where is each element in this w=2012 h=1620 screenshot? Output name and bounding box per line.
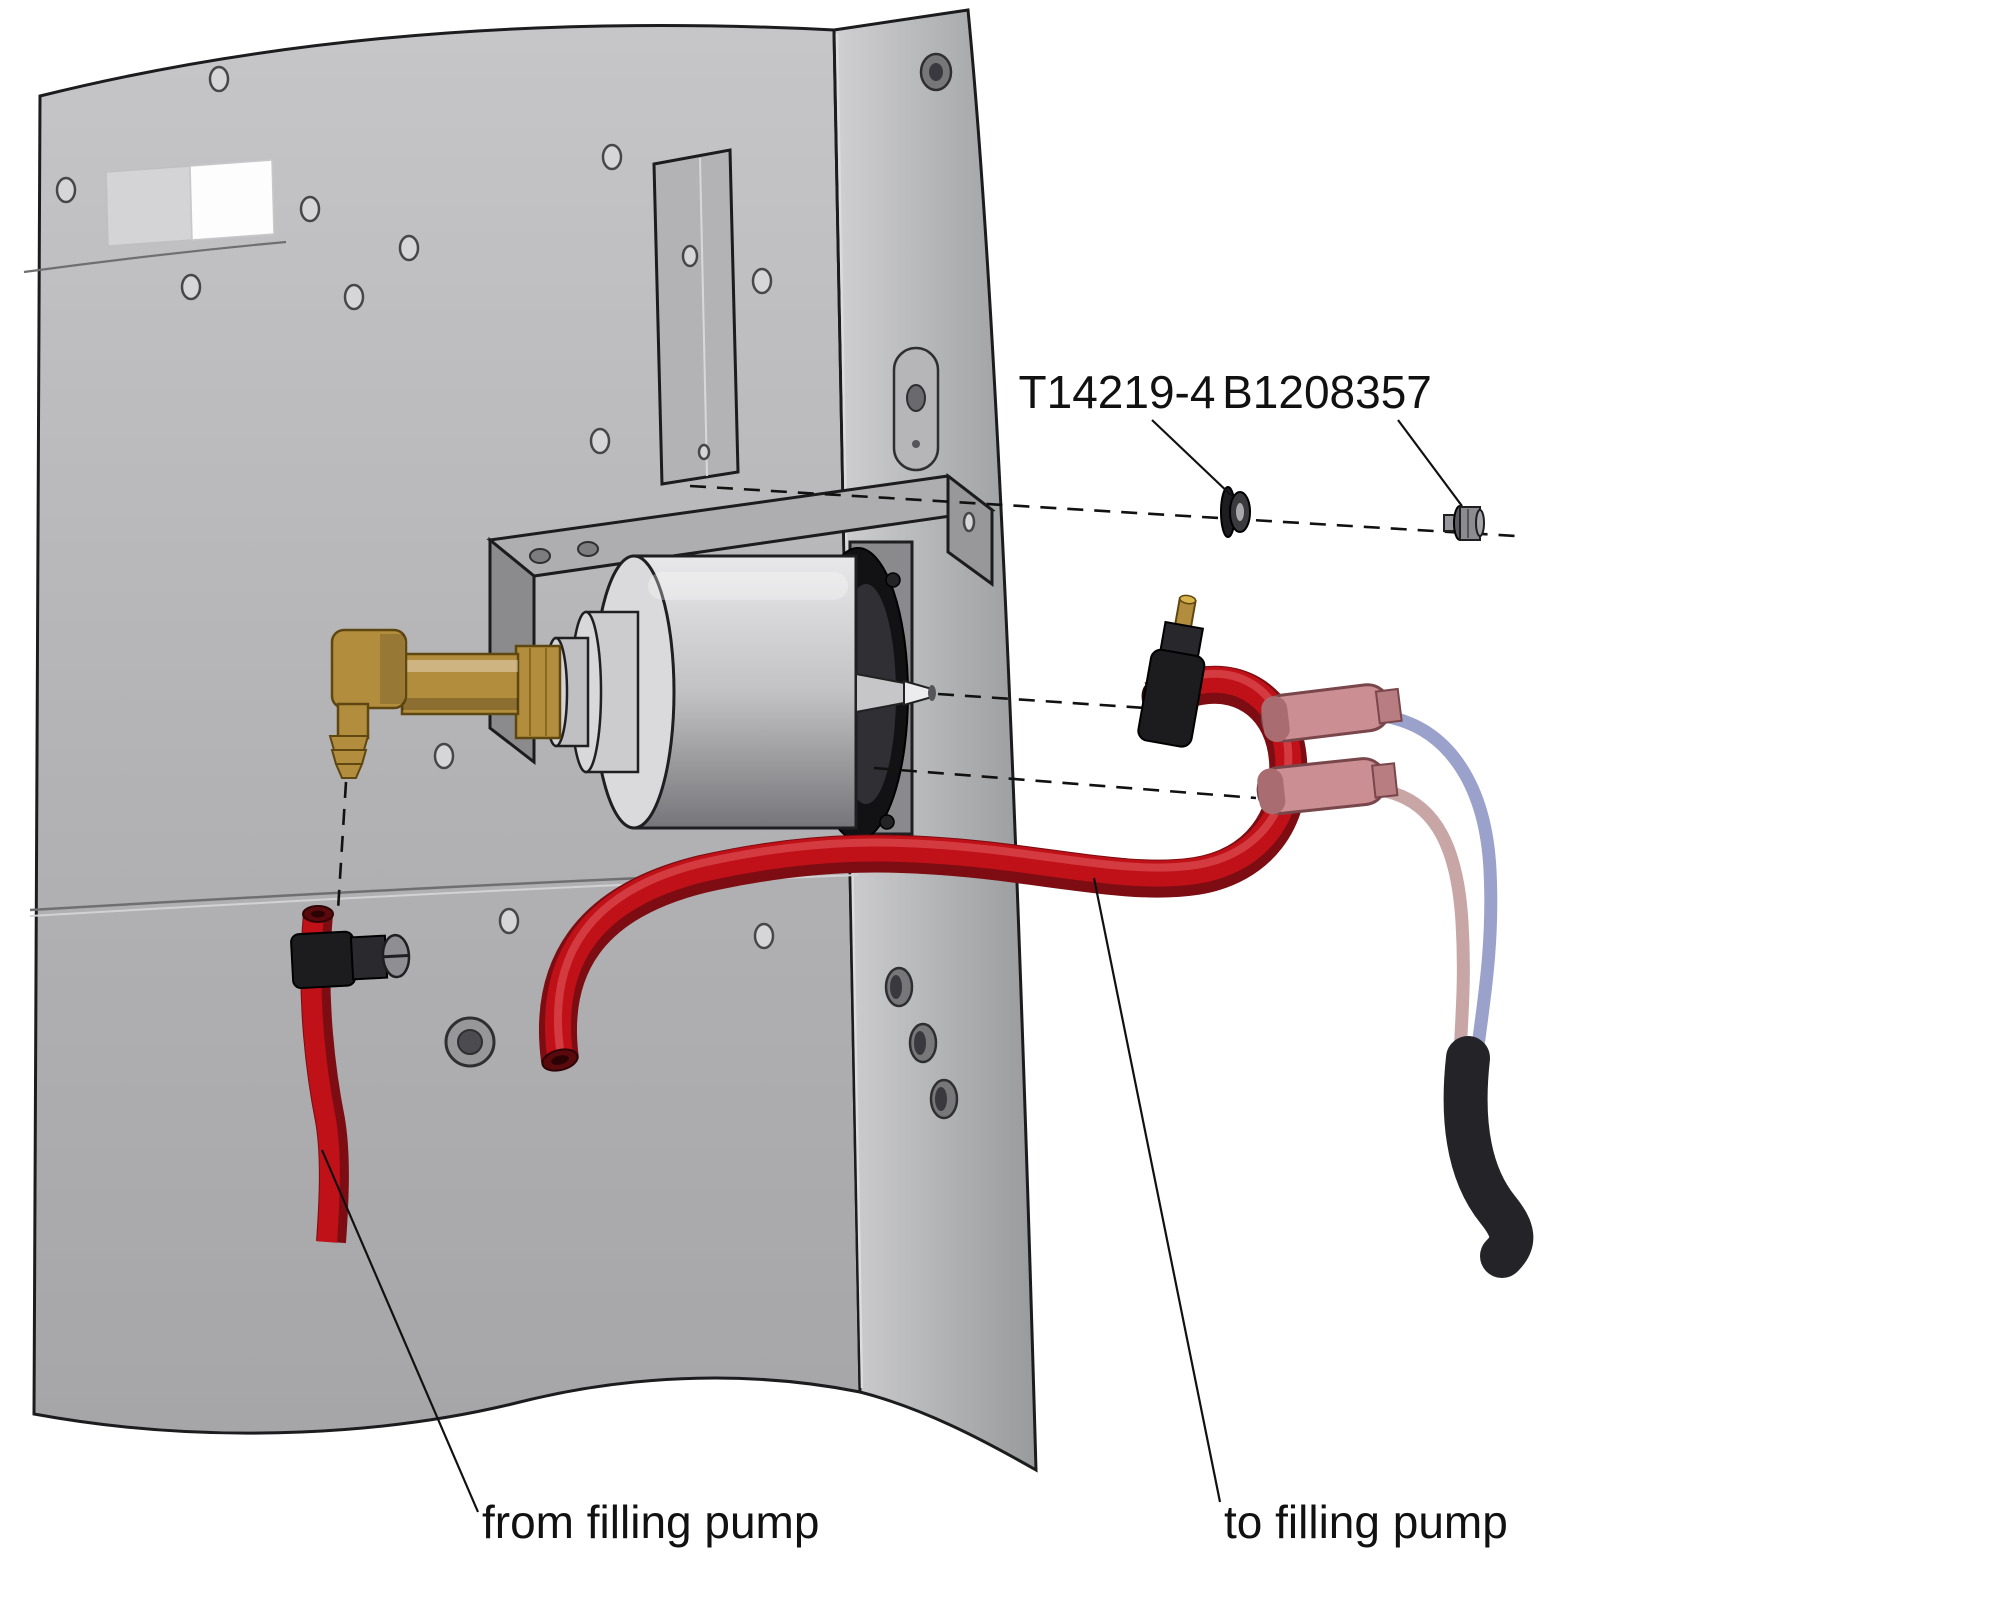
bolt-part (1443, 505, 1485, 541)
flange-hole (962, 511, 976, 533)
label-to-filling-pump: to filling pump (1224, 1496, 1508, 1548)
terminal-tip (1261, 696, 1290, 743)
leader-to (1092, 877, 1222, 1503)
brass-tube-shadow (402, 698, 518, 710)
barb-ridge (328, 735, 370, 751)
pump-body-highlight (648, 572, 848, 600)
sticker-left (105, 165, 193, 247)
spade-terminal (1260, 683, 1403, 743)
dashed-line-nozzle-hose (937, 692, 1147, 710)
wires-and-boot (1256, 683, 1534, 1278)
wire-boot (1443, 1036, 1534, 1278)
screw-hole (208, 65, 230, 93)
terminal-crimp (1371, 762, 1399, 799)
dashed-line-connectors (873, 766, 1257, 800)
bracket-hole (681, 244, 699, 268)
hose-highlight (553, 669, 1293, 1050)
label-from-filling-pump: from filling pump (482, 1496, 819, 1548)
washer-part (1220, 486, 1251, 538)
leader-bolt (1397, 419, 1463, 507)
grommet-hole-center (457, 1029, 483, 1055)
label-bolt-part: B1208357 (1222, 366, 1432, 418)
terminal-crimp (1374, 687, 1403, 725)
wire-pink (1378, 783, 1470, 1067)
screw-hole (589, 427, 611, 455)
screw-hole (601, 143, 623, 171)
mounting-bracket (486, 148, 996, 766)
side-hole-center (890, 975, 902, 999)
screw-hole (433, 742, 455, 770)
side-boss-hole (906, 384, 926, 412)
leader-washer (1151, 419, 1234, 498)
wire-blue (1382, 709, 1498, 1063)
side-hole-center (914, 1031, 926, 1055)
brass-nut (514, 644, 562, 740)
panel-front-face (32, 24, 862, 1435)
bolt-head-face (1475, 509, 1485, 537)
tall-bracket-fold (699, 157, 708, 477)
side-hole-center (929, 63, 943, 81)
screw-hole (55, 176, 77, 204)
hose-clamp (290, 930, 411, 990)
side-boss-pin (912, 440, 920, 448)
outlet-nozzle-tip (928, 685, 936, 701)
screw-hole (398, 234, 420, 262)
label-washer-part: T14219-4 (1019, 366, 1216, 418)
clamp-band (1137, 648, 1206, 748)
callouts: T14219-4 B1208357 from filling pump to f… (320, 366, 1508, 1548)
brass-tube (400, 652, 520, 716)
hose-open-end-bore (311, 910, 325, 918)
hose-from-filling-pump (290, 905, 411, 1244)
clamp-housing (349, 934, 389, 981)
dashed-line-barb-hose (336, 781, 348, 911)
screw-hole (343, 283, 365, 311)
shelf-screw (529, 548, 551, 564)
washer-hole (1236, 503, 1244, 521)
clamp-band (290, 930, 357, 990)
panel (23, 8, 1038, 1473)
hose-clamp (1137, 594, 1206, 748)
screw-hole (753, 922, 775, 950)
shelf-screw (577, 541, 599, 557)
plate-bolt (885, 572, 901, 588)
panel-side-face (832, 8, 1038, 1473)
side-hole-center (935, 1087, 947, 1111)
spade-terminal (1256, 757, 1399, 815)
tall-bracket-plate (652, 148, 740, 486)
dashed-line-fastener (689, 484, 1517, 538)
alignment-dashed-lines (336, 484, 1517, 911)
hose-open-end-bore (551, 1055, 569, 1065)
barb-ridge (334, 763, 364, 779)
screw-hole (180, 273, 202, 301)
bracket-hole (697, 443, 711, 461)
clamp-screw-top (1179, 594, 1197, 605)
screw-hole (498, 907, 520, 935)
clamp-screw-slot (383, 953, 409, 959)
brass-tube-highlight (402, 660, 518, 672)
sticker-right (189, 159, 275, 241)
hose-end-cut (541, 1048, 579, 1072)
pump-assembly (328, 540, 936, 841)
screw-hole (751, 267, 773, 295)
terminal-tip (1257, 768, 1286, 815)
hose-to-filling-pump (538, 594, 1308, 1072)
screw-hole (299, 195, 321, 223)
panel-top-seam (23, 240, 287, 274)
plate-bolt (879, 814, 895, 830)
leader-from (320, 1149, 480, 1513)
brass-elbow-shadow (380, 634, 404, 704)
brass-down-tube (336, 702, 370, 740)
hose-body (544, 666, 1302, 1057)
barb-ridge (330, 749, 368, 765)
